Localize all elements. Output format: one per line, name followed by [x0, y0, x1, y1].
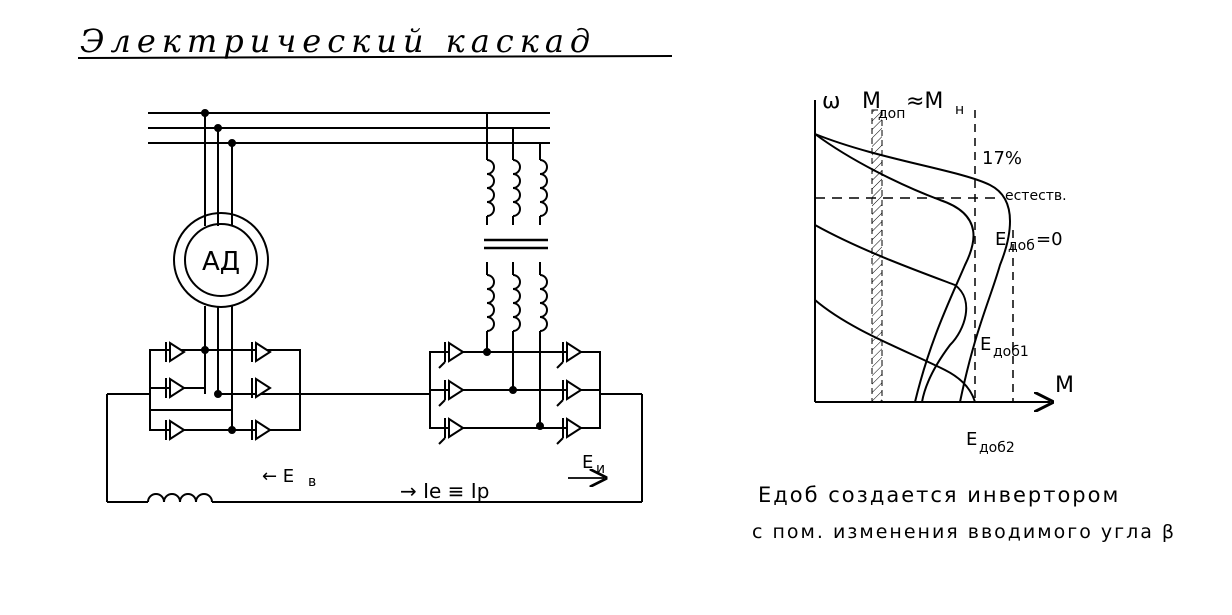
rotor-voltage-sub: в: [308, 474, 316, 490]
curve-e0: [814, 133, 975, 403]
inverter-voltage-sub: и: [596, 461, 605, 477]
y-axis-label: ω: [822, 89, 840, 114]
e1-curve-sub: доб1: [993, 344, 1029, 360]
percent-label: 17%: [982, 148, 1022, 169]
e1-curve-label: E: [980, 334, 991, 355]
e0-curve-label: E: [995, 229, 1006, 250]
motor-label: АД: [202, 247, 240, 277]
e2-curve-label: E: [966, 429, 977, 450]
motor-inner: [184, 223, 258, 297]
note-line-1: Eдоб создается инвертором: [758, 483, 1120, 507]
curve-natural: [814, 133, 1011, 403]
rectifier-diodes: [165, 341, 272, 441]
inverter-thyristors: [438, 341, 583, 445]
rotor-voltage-label: ← Е: [262, 466, 294, 487]
rectifier-bridge: [149, 349, 301, 431]
current-relation-label: → Iе ≡ Iр: [400, 479, 489, 503]
x-axis-label: M: [1055, 373, 1074, 398]
curve-e2: [814, 299, 976, 403]
m-allow-label: M: [862, 89, 881, 114]
motor-outer: [173, 212, 269, 308]
e0-curve-sub: доб: [1008, 238, 1035, 254]
secondary-coil-b: [512, 274, 521, 332]
primary-coil-a: [486, 159, 495, 217]
secondary-coil-a: [486, 274, 495, 332]
circuit: [106, 109, 643, 503]
secondary-coil-c: [539, 274, 548, 332]
curve-e1: [814, 224, 968, 403]
page-title: Электрический каскад: [80, 22, 596, 60]
characteristics-chart: ω M доп ≈M н 17% естеств. E доб =0 E доб…: [814, 89, 1074, 456]
primary-coil-c: [539, 159, 548, 217]
inverter-voltage-label: Е: [582, 452, 593, 473]
m-allow-sub: доп: [878, 106, 905, 122]
m-nominal-sub: н: [955, 102, 964, 118]
smoothing-inductor: [147, 493, 213, 503]
primary-coil-b: [512, 159, 521, 217]
note-line-2: с пом. изменения вводимого угла β: [752, 521, 1176, 543]
natural-curve-label: естеств.: [1005, 188, 1067, 204]
e2-curve-sub: доб2: [979, 440, 1015, 456]
title-underline: [77, 55, 673, 59]
m-nominal-label: ≈M: [906, 89, 943, 114]
e0-curve-suffix: =0: [1036, 229, 1063, 250]
